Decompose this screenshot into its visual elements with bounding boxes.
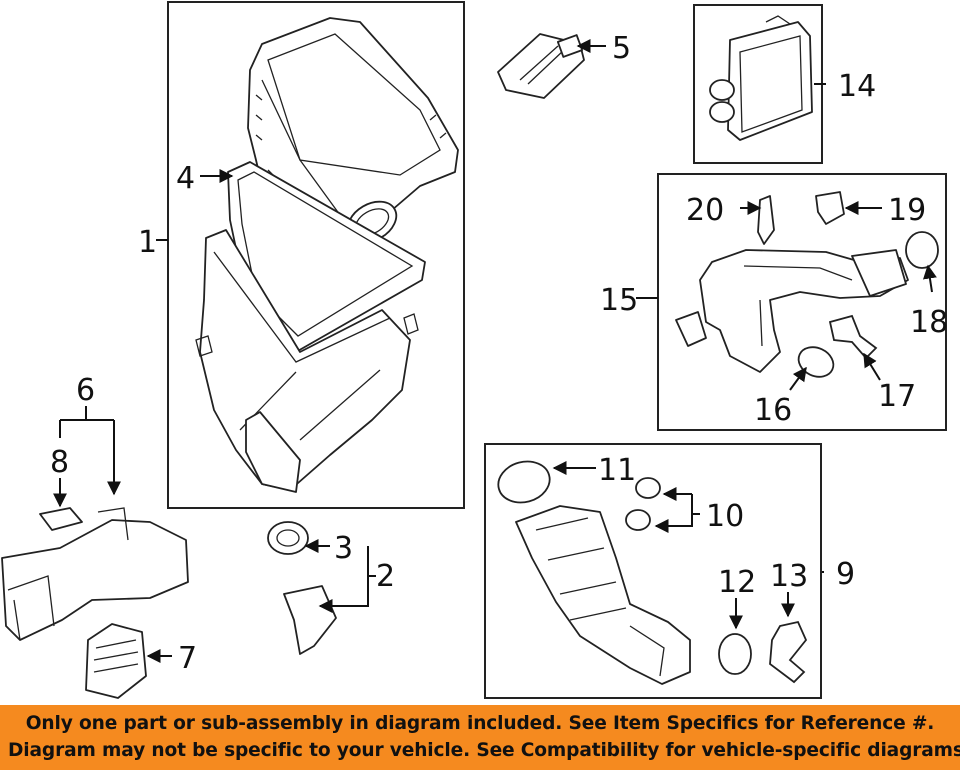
callout-5: 5 [612, 31, 631, 66]
callout-17: 17 [878, 379, 916, 414]
callout-8: 8 [50, 445, 69, 480]
disclaimer-banner: Only one part or sub-assembly in diagram… [0, 705, 960, 770]
callout-13: 13 [770, 559, 808, 594]
callout-7: 7 [178, 641, 197, 676]
seal-part-11 [497, 460, 551, 504]
clamp-part-16 [797, 346, 835, 378]
sensor-part-19 [815, 191, 845, 225]
mass-airflow-sensor [497, 33, 585, 99]
callout-15: 15 [600, 283, 638, 318]
clamp-part-18 [905, 231, 939, 269]
callout-12: 12 [718, 565, 756, 600]
clamps-part-10 [625, 477, 661, 531]
callout-6: 6 [76, 373, 95, 408]
filter-screen-part-7 [85, 623, 147, 699]
air-cleaner-housing-lower [195, 229, 419, 493]
callout-9: 9 [836, 557, 855, 592]
callout-14: 14 [838, 69, 876, 104]
parts-diagram: 1 2 3 4 5 6 7 8 9 10 11 12 13 14 15 16 1… [1, 1, 948, 699]
grommet-part-3 [267, 521, 309, 555]
clip-part-13 [769, 620, 808, 684]
callout-1: 1 [138, 225, 157, 260]
disclaimer-line-2: Diagram may not be specific to your vehi… [8, 740, 960, 761]
callout-16: 16 [754, 393, 792, 428]
clip-part-17 [828, 314, 878, 360]
leader-lines [53, 39, 937, 663]
air-cleaner-assembly-frame [167, 1, 465, 509]
intake-duct-frame [484, 443, 822, 699]
callout-19: 19 [888, 193, 926, 228]
bracket-part-2 [283, 585, 337, 655]
callout-11: 11 [598, 453, 636, 488]
callout-10: 10 [706, 499, 744, 534]
callout-2: 2 [376, 559, 395, 594]
charge-air-pipe [675, 249, 909, 373]
injector-part-20 [757, 195, 775, 245]
intake-duct [515, 505, 691, 685]
callout-4: 4 [176, 161, 195, 196]
disclaimer-line-1: Only one part or sub-assembly in diagram… [25, 713, 935, 734]
callout-3: 3 [334, 531, 353, 566]
inlet-duct-part-6 [1, 507, 189, 641]
clamp-part-12 [718, 633, 752, 675]
callout-20: 20 [686, 193, 724, 228]
insulator-part-8 [39, 507, 83, 531]
intercooler [709, 15, 813, 141]
callout-18: 18 [910, 305, 948, 340]
charge-pipe-frame [657, 173, 947, 431]
